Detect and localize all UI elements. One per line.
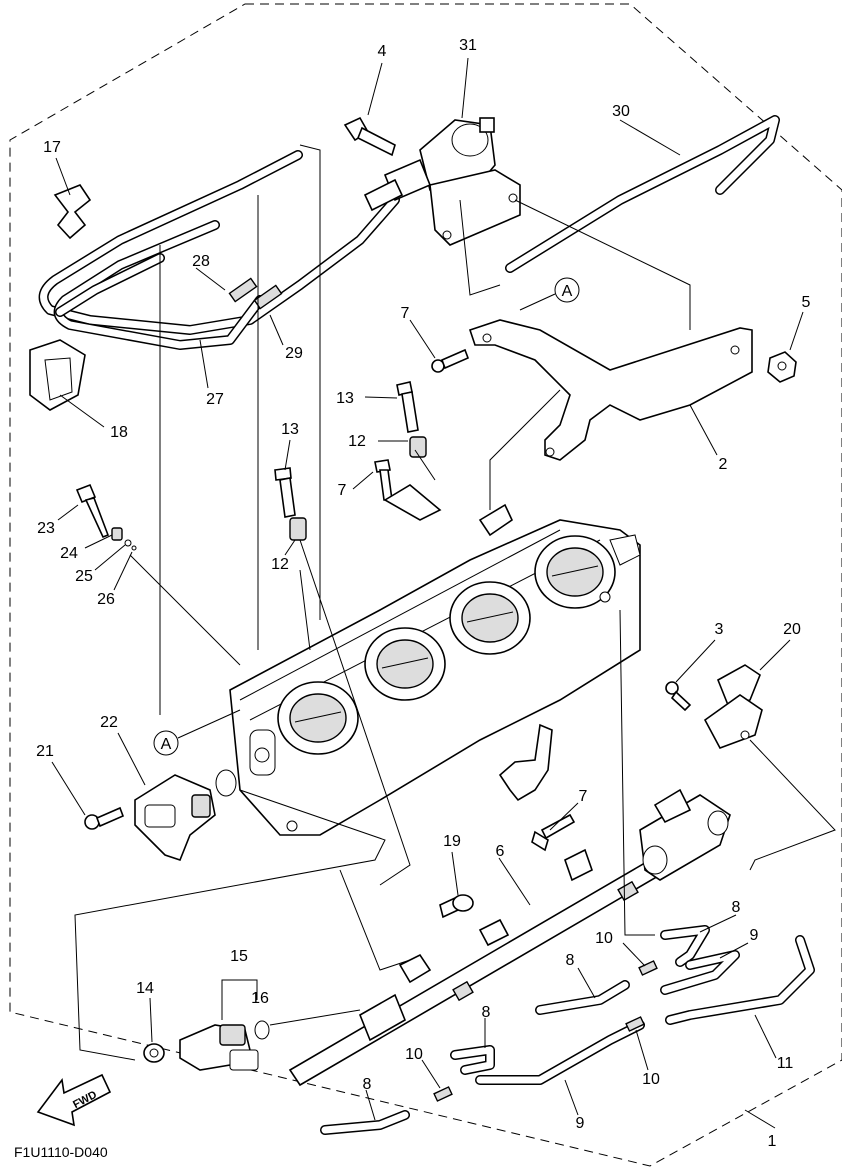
bracket-screw-7-mid (374, 459, 442, 521)
ref-marker-label: A (562, 283, 573, 300)
callout-12-right: 12 (348, 433, 366, 450)
clamp-10-b (625, 1016, 645, 1032)
callout-24: 24 (60, 545, 78, 562)
callout-29: 29 (285, 345, 303, 362)
callout-16: 16 (251, 990, 269, 1007)
assembly-leader-lines (74, 144, 836, 1061)
callout-2: 2 (719, 456, 728, 473)
callout-10-c: 10 (642, 1071, 660, 1088)
bracket-2 (468, 319, 753, 461)
callout-15: 15 (230, 948, 248, 965)
callout-25: 25 (75, 568, 93, 585)
clamp-10-c (433, 1086, 453, 1102)
sensor-20 (703, 664, 763, 749)
hose-8-a (660, 925, 710, 967)
vacuum-hose-set (38, 150, 400, 350)
hose-9-b (475, 1020, 645, 1085)
callout-13-left: 13 (281, 421, 299, 438)
assembly-boundary (9, 3, 842, 1167)
spring-12-right (409, 436, 427, 458)
o-ring (215, 769, 237, 797)
callout-28: 28 (192, 253, 210, 270)
callout-5: 5 (802, 294, 811, 311)
callout-10-b: 10 (405, 1046, 423, 1063)
callout-9-b: 9 (576, 1115, 585, 1132)
nut-5 (767, 351, 797, 383)
callout-18: 18 (110, 424, 128, 441)
forward-arrow-icon: FWD (36, 1073, 112, 1127)
screw-13-left (274, 467, 296, 518)
screw-21 (84, 806, 125, 830)
callout-labels: 4 31 30 17 28 5 7 29 27 13 18 13 12 2 7 … (36, 37, 810, 1150)
hose-8-b (535, 980, 630, 1015)
seal-16 (254, 1020, 270, 1040)
throttle-bore-1 (277, 681, 359, 755)
ref-marker-label: A (161, 736, 172, 753)
callout-4: 4 (378, 43, 387, 60)
callout-19: 19 (443, 833, 461, 850)
callout-27: 27 (206, 391, 224, 408)
callout-20: 20 (783, 621, 801, 638)
diagram-code: F1U1110-D040 (14, 1144, 108, 1160)
hose-clip-17 (53, 184, 92, 240)
callout-8-a: 8 (732, 899, 741, 916)
callout-8-b: 8 (566, 952, 575, 969)
spring-12-left (289, 517, 307, 541)
throttle-bore-2 (364, 627, 446, 701)
clamp-10-a (638, 960, 658, 976)
hose-holder-18 (29, 339, 86, 411)
callout-12-left: 12 (271, 556, 289, 573)
callout-1: 1 (768, 1133, 777, 1150)
fuel-rail-6 (288, 788, 731, 1087)
hose-11 (665, 935, 815, 1025)
callout-11: 11 (777, 1055, 794, 1072)
bolt-19 (439, 894, 474, 919)
bolt-4 (343, 116, 396, 157)
callout-31: 31 (459, 37, 477, 54)
callout-26: 26 (97, 591, 115, 608)
screw-7-lower (531, 813, 576, 852)
callout-10-a: 10 (595, 930, 613, 947)
callout-9-a: 9 (750, 927, 759, 944)
injector-15 (179, 1024, 259, 1071)
hose-8-c (450, 1045, 495, 1075)
callout-23: 23 (37, 520, 55, 537)
solenoid-valve-31 (363, 117, 521, 246)
ref-marker-a-top: A (519, 277, 580, 311)
callout-7-top: 7 (401, 305, 410, 322)
callout-13-right: 13 (336, 390, 354, 407)
callout-3: 3 (715, 621, 724, 638)
hose-8-d (320, 1110, 410, 1135)
idle-screw-set (75, 483, 137, 551)
throttle-position-sensor-22 (134, 774, 216, 861)
throttle-bore-3 (449, 581, 531, 655)
callout-17: 17 (43, 139, 61, 156)
bracket-lower (498, 723, 553, 802)
callout-22: 22 (100, 714, 118, 731)
screw-13-right (396, 381, 419, 433)
callout-8-d: 8 (363, 1076, 372, 1093)
callout-6: 6 (496, 843, 505, 860)
screw-7-top (431, 348, 470, 373)
ref-marker-a-bottom: A (153, 709, 241, 756)
hose-30 (505, 115, 780, 273)
throttle-bore-4 (534, 535, 616, 609)
callout-21: 21 (36, 743, 54, 760)
throttle-body-assembly (229, 503, 641, 836)
callout-leaders (51, 57, 804, 1129)
washer-14 (143, 1043, 165, 1063)
callout-30: 30 (612, 103, 630, 120)
hose-9-a (660, 950, 740, 995)
callout-7-mid: 7 (338, 482, 347, 499)
callout-14: 14 (136, 980, 154, 997)
callout-7-lower: 7 (579, 788, 588, 805)
callout-8-c: 8 (482, 1004, 491, 1021)
screw-3 (665, 681, 692, 712)
